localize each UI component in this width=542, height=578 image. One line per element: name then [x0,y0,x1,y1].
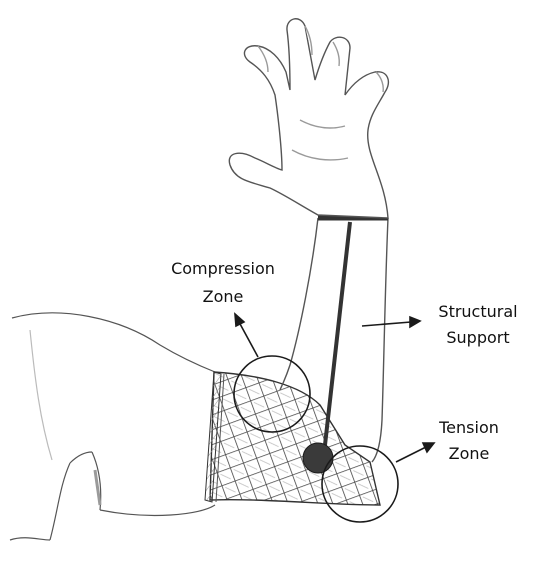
compression-arrow [239,322,258,357]
tension-line2: Zone [424,444,514,464]
structural-arrow [362,322,411,326]
compression-zone-label: Compression Zone [138,259,308,307]
structural-support-label: Structural Support [420,302,536,348]
elbow-joint [303,443,333,473]
structural-line2: Support [420,328,536,348]
structural-rod [325,222,350,445]
upper-arm-sleeve [205,372,380,505]
compression-line1: Compression [138,259,308,279]
tension-zone-label: Tension Zone [424,418,514,464]
compression-line2: Zone [138,287,308,307]
structural-line1: Structural [420,302,536,322]
hand [229,19,388,218]
torso-sketch [10,313,215,540]
tension-arrow [396,447,426,462]
tension-line1: Tension [424,418,514,438]
